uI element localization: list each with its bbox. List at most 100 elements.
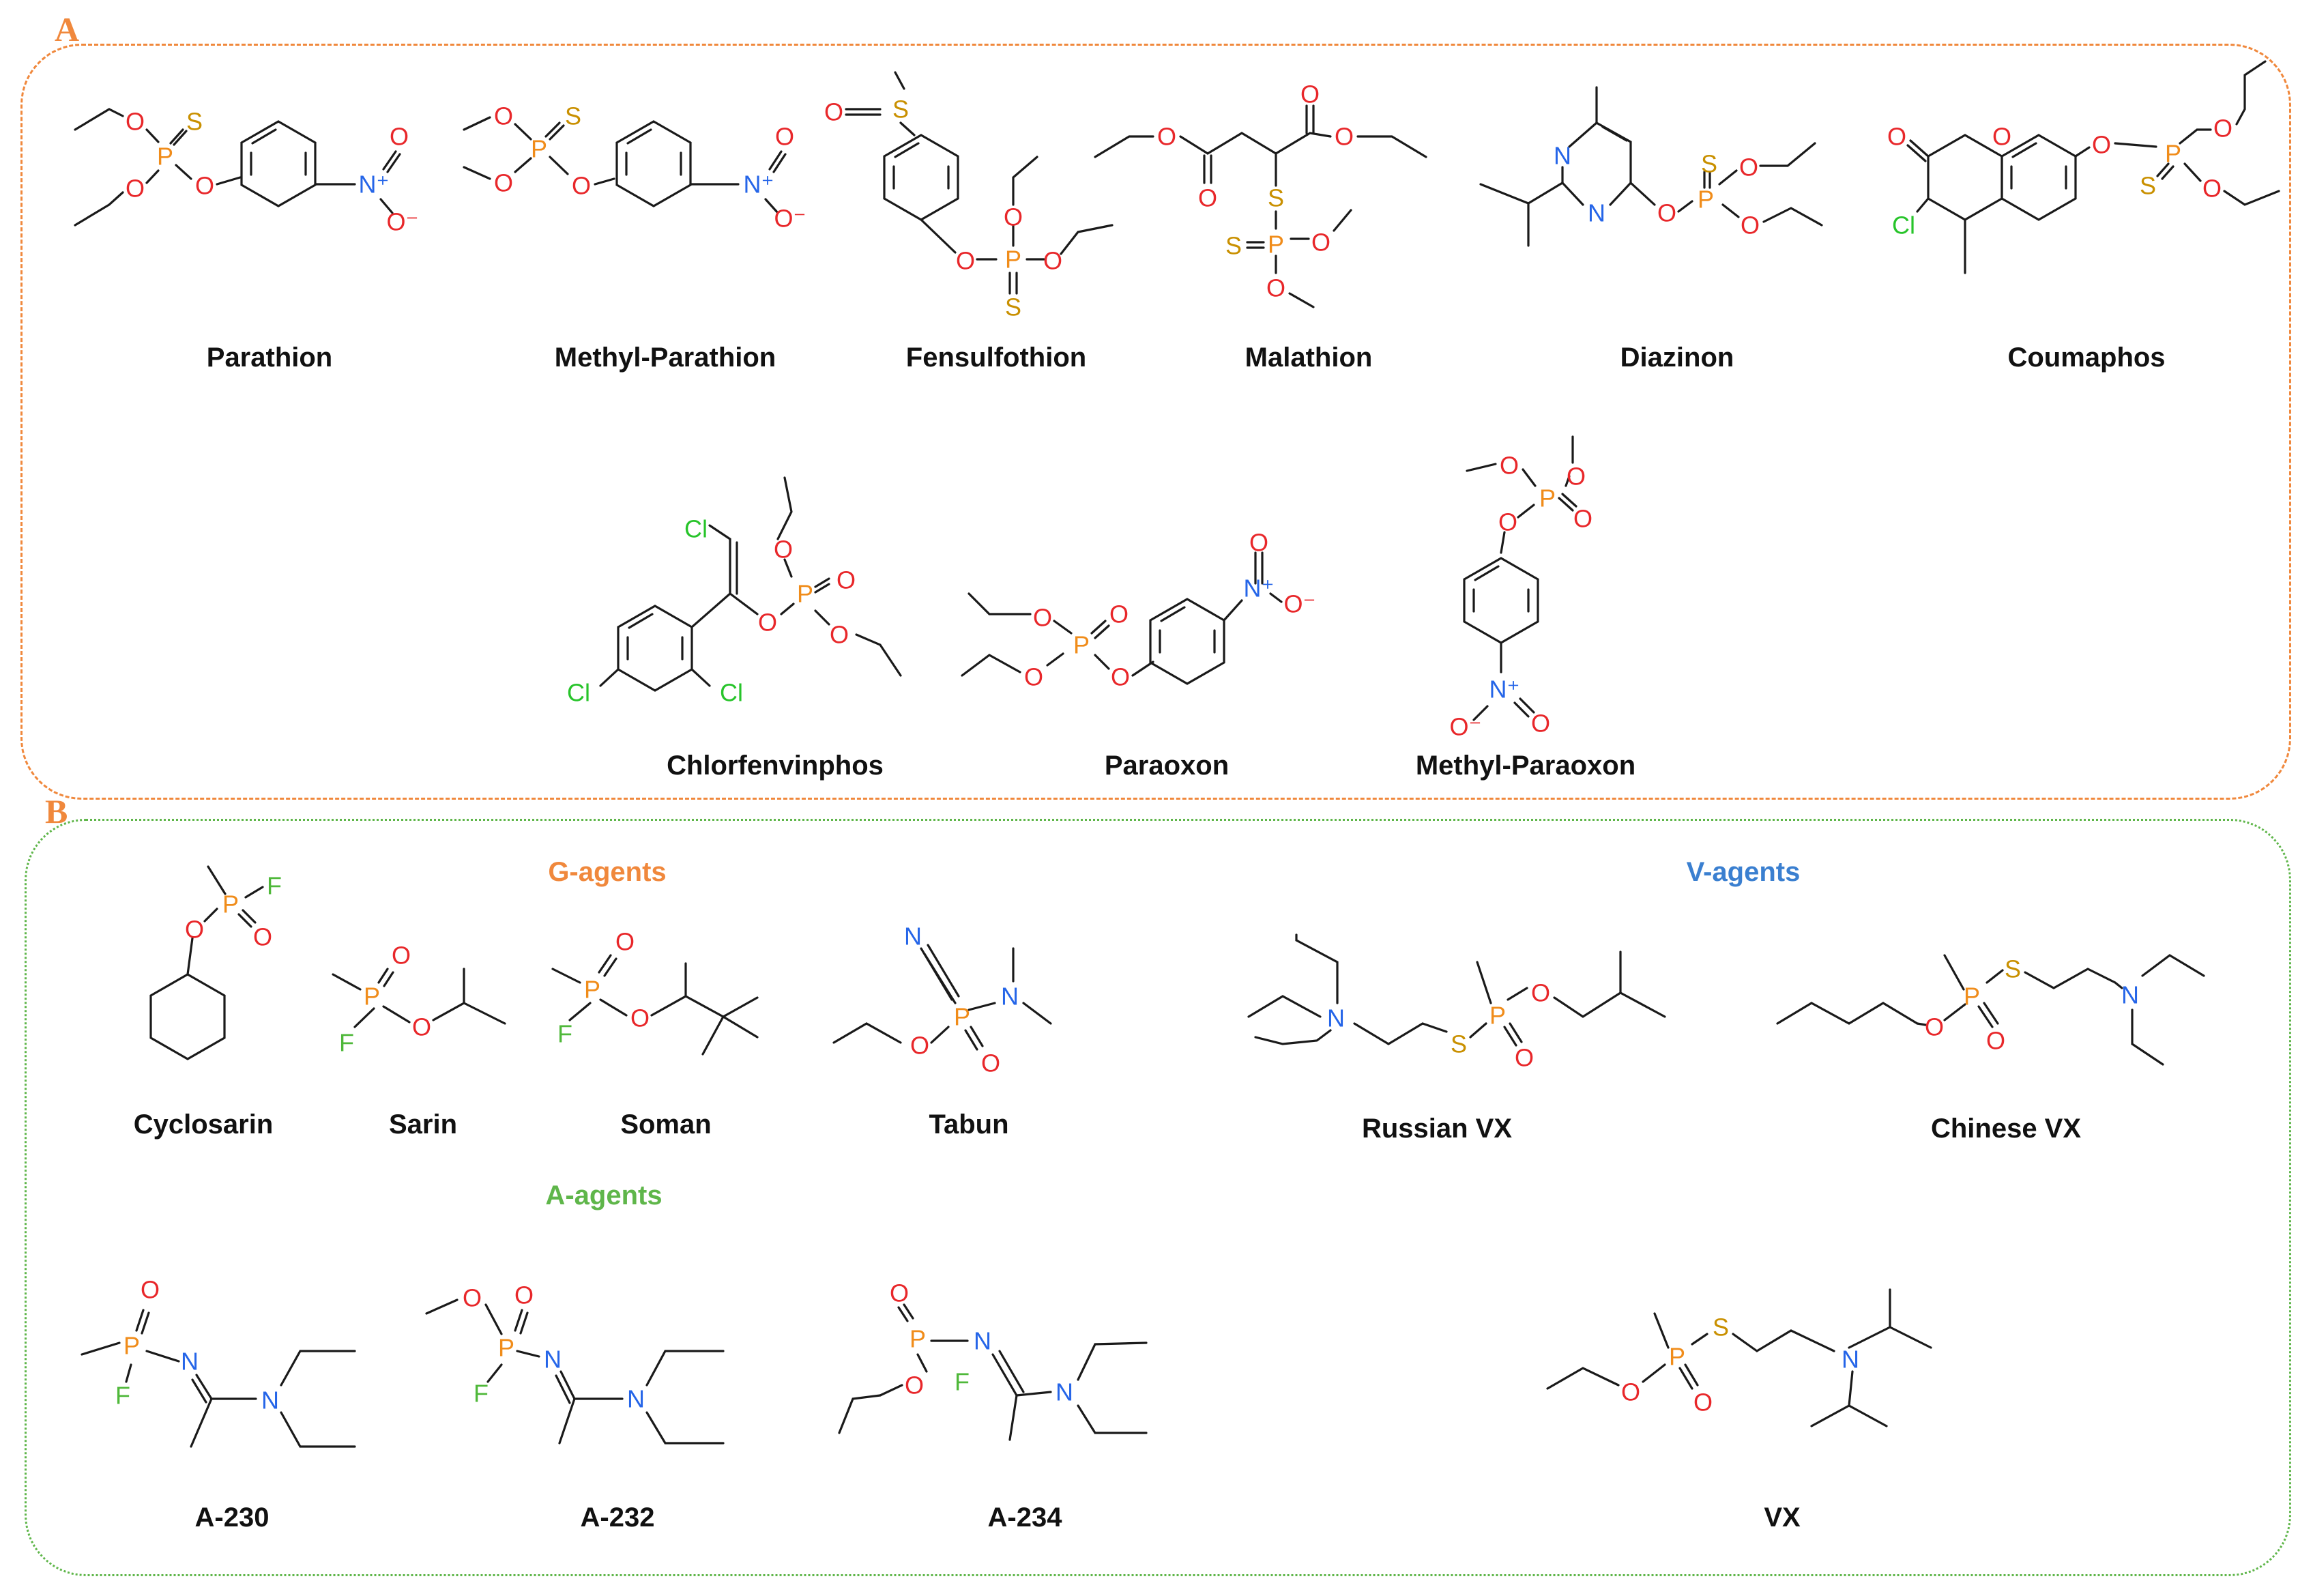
name-a-230: A-230 <box>194 1503 270 1533</box>
name-sarin: Sarin <box>388 1109 458 1140</box>
svg-text:N: N <box>974 1327 991 1355</box>
svg-text:N: N <box>2121 981 2139 1009</box>
svg-text:F: F <box>474 1380 489 1408</box>
svg-text:P: P <box>222 890 239 918</box>
svg-text:N: N <box>261 1387 279 1414</box>
name-soman: Soman <box>620 1109 712 1140</box>
fensulfothion-structure: S O O P O O S <box>824 71 1114 321</box>
panel-b-frame <box>25 819 2291 1576</box>
svg-text:P: P <box>1005 246 1021 274</box>
svg-text:Cl: Cl <box>1892 212 1915 240</box>
name-methyl-parathion: Methyl-Parathion <box>554 343 776 373</box>
name-cyclosarin: Cyclosarin <box>133 1109 274 1140</box>
soman-structure: O P F O <box>551 928 759 1056</box>
coumaphos-structure: O O Cl O P O S O <box>1887 60 2280 274</box>
svg-text:O: O <box>956 247 975 275</box>
svg-text:P: P <box>1539 484 1556 512</box>
name-parathion: Parathion <box>206 343 333 373</box>
tabun-structure: N P N O O <box>832 923 1052 1077</box>
methyl-paraoxon-structure: O O P O O N⁺ O⁻ O <box>1449 435 1592 741</box>
svg-text:O: O <box>2092 131 2111 159</box>
svg-text:O: O <box>1043 247 1062 275</box>
svg-text:P: P <box>364 983 380 1011</box>
svg-text:O: O <box>1567 463 1586 491</box>
svg-text:O: O <box>837 566 856 594</box>
russian-vx-structure: N S P O O <box>1247 933 1666 1072</box>
svg-text:F: F <box>267 872 282 900</box>
svg-text:P: P <box>1964 983 1980 1011</box>
svg-text:O: O <box>1741 212 1760 240</box>
svg-text:O: O <box>494 102 513 130</box>
name-coumaphos: Coumaphos <box>2007 343 2166 373</box>
svg-text:O: O <box>1531 710 1550 738</box>
svg-text:O: O <box>1739 154 1758 182</box>
diazinon-structure: N N O P S O O <box>1479 86 1823 247</box>
svg-text:S: S <box>1225 232 1242 260</box>
svg-text:O: O <box>1004 203 1023 231</box>
svg-text:N⁺: N⁺ <box>1244 575 1275 603</box>
svg-text:O: O <box>2202 175 2222 203</box>
svg-text:S: S <box>186 108 203 136</box>
malathion-structure: O O O O S S P O O <box>1094 81 1427 308</box>
svg-text:O: O <box>141 1276 160 1304</box>
svg-text:O: O <box>1531 979 1550 1007</box>
name-russian-vx: Russian VX <box>1361 1114 1513 1144</box>
svg-text:F: F <box>955 1368 970 1396</box>
svg-text:Cl: Cl <box>720 679 743 707</box>
svg-text:N: N <box>1327 1004 1345 1032</box>
svg-text:P: P <box>123 1332 140 1360</box>
a-234-structure: O P N O F N <box>838 1279 1148 1441</box>
svg-text:P: P <box>498 1334 514 1362</box>
svg-text:S: S <box>1713 1314 1729 1341</box>
svg-text:P: P <box>1073 631 1090 659</box>
svg-text:S: S <box>2140 172 2156 200</box>
svg-text:O: O <box>494 169 513 197</box>
svg-text:O: O <box>1266 274 1285 302</box>
a-232-structure: O O P N F N <box>425 1281 725 1445</box>
svg-text:O: O <box>1657 199 1676 227</box>
group-title-v-agents: V-agents <box>1686 857 1801 887</box>
svg-text:N: N <box>1056 1378 1073 1406</box>
svg-text:S: S <box>1451 1030 1467 1058</box>
chinese-vx-structure: O P S O N <box>1776 954 2205 1066</box>
svg-text:P: P <box>531 135 547 163</box>
svg-text:O: O <box>1498 508 1517 536</box>
name-fensulfothion: Fensulfothion <box>905 343 1087 373</box>
svg-text:O: O <box>774 536 793 564</box>
svg-text:O: O <box>1024 663 1043 691</box>
svg-text:P: P <box>1669 1343 1685 1371</box>
svg-text:O: O <box>1986 1027 2005 1055</box>
svg-text:O: O <box>126 108 145 136</box>
name-paraoxon: Paraoxon <box>1104 751 1230 781</box>
svg-text:O: O <box>905 1372 924 1399</box>
svg-text:O: O <box>615 928 635 956</box>
svg-text:O: O <box>2213 115 2232 143</box>
svg-text:P: P <box>1268 231 1284 259</box>
name-a-234: A-234 <box>987 1503 1062 1533</box>
svg-text:O: O <box>1249 529 1268 557</box>
svg-text:O: O <box>830 621 849 649</box>
svg-text:P: P <box>584 976 600 1004</box>
svg-text:N: N <box>1554 142 1571 170</box>
svg-text:N⁺: N⁺ <box>359 171 390 199</box>
paraoxon-structure: O O P O O N⁺ O O⁻ <box>961 529 1316 691</box>
name-a-232: A-232 <box>580 1503 655 1533</box>
name-chlorfenvinphos: Chlorfenvinphos <box>667 751 884 781</box>
name-vx: VX <box>1764 1503 1801 1533</box>
svg-text:O: O <box>1300 81 1320 108</box>
svg-text:O: O <box>1033 604 1052 632</box>
svg-text:O: O <box>253 923 272 951</box>
svg-text:N: N <box>181 1348 199 1376</box>
svg-text:F: F <box>339 1029 354 1057</box>
svg-text:O⁻: O⁻ <box>1449 713 1481 741</box>
svg-text:O: O <box>1311 229 1330 257</box>
svg-text:O: O <box>1693 1389 1713 1417</box>
name-malathion: Malathion <box>1245 343 1373 373</box>
panel-a-frame <box>20 44 2291 800</box>
svg-text:O: O <box>824 98 843 126</box>
svg-text:S: S <box>1005 293 1021 321</box>
svg-text:O: O <box>1335 123 1354 151</box>
svg-text:F: F <box>115 1382 130 1410</box>
svg-text:O: O <box>185 916 204 944</box>
